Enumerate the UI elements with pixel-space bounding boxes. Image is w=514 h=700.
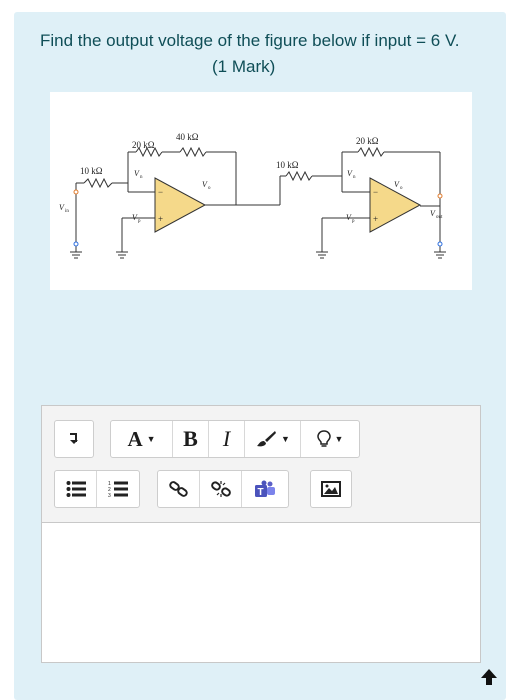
question-marks: (1 Mark) (212, 57, 276, 76)
svg-text:3: 3 (108, 493, 111, 498)
r4-label: 10 kΩ (276, 160, 299, 170)
vp1-label: V (132, 213, 138, 222)
resistor-r5 (357, 146, 385, 158)
vn1-sub: n (140, 175, 143, 180)
vo2-sub: o (400, 186, 403, 191)
vo2-label: V (394, 180, 400, 189)
resistor-r2 (135, 146, 163, 158)
arrow-up-icon (481, 669, 497, 685)
toolbar-group-media (310, 470, 352, 508)
vp2-sub: p (352, 219, 355, 224)
chevron-down-icon: ▼ (281, 434, 290, 444)
font-color-icon: A (127, 426, 143, 451)
input-ground-terminal (73, 241, 79, 247)
unlink-button[interactable] (200, 471, 242, 507)
opamp-2 (369, 177, 422, 233)
svg-text:1: 1 (108, 481, 111, 487)
italic-button[interactable]: I (209, 421, 245, 457)
opamp1-minus: − (158, 187, 163, 197)
lightbulb-button[interactable]: ▼ (301, 421, 359, 457)
bold-icon: B (183, 426, 198, 451)
r2-label: 20 kΩ (132, 140, 155, 150)
font-color-button[interactable]: A▼ (111, 421, 173, 457)
toolbar-group-lists: 1 2 3 (54, 470, 140, 508)
opamp-1 (154, 177, 207, 233)
expand-arrow-icon (70, 433, 78, 444)
vp1-sub: p (138, 219, 141, 224)
toolbar-group-links: T (157, 470, 289, 508)
question-text: Find the output voltage of the figure be… (40, 28, 490, 76)
output-ground-terminal (437, 241, 443, 247)
teams-button[interactable]: T (242, 471, 288, 507)
vin-sub: in (65, 209, 69, 214)
circuit-diagram: 20 kΩ 40 kΩ 10 kΩ 10 kΩ 20 kΩ V n V p V … (59, 132, 446, 259)
numbered-list-icon: 1 2 3 (108, 481, 128, 498)
vout-label: V (430, 209, 436, 218)
circuit-figure: 20 kΩ 40 kΩ 10 kΩ 10 kΩ 20 kΩ V n V p V … (50, 92, 472, 290)
bullet-list-icon (66, 481, 86, 497)
vn2-label: V (347, 169, 353, 178)
bullet-list-button[interactable] (55, 471, 97, 507)
toolbar-group-format: A▼ B I ▼ ▼ (110, 420, 360, 458)
vo1-label: V (202, 180, 208, 189)
link-icon (168, 481, 188, 497)
unlink-icon (210, 481, 231, 497)
vo1-sub: o (208, 186, 211, 191)
editor-toolbar: A▼ B I ▼ ▼ (42, 406, 480, 523)
output-terminal (437, 193, 443, 199)
r3-label: 40 kΩ (176, 132, 199, 142)
chevron-down-icon: ▼ (334, 434, 344, 444)
vout-sub: out (436, 215, 443, 220)
numbered-list-button[interactable]: 1 2 3 (97, 471, 139, 507)
expand-toolbar-button[interactable] (55, 421, 93, 457)
bold-button[interactable]: B (173, 421, 209, 457)
paint-brush-button[interactable]: ▼ (245, 421, 301, 457)
chevron-down-icon: ▼ (146, 434, 156, 444)
opamp2-minus: − (373, 187, 378, 197)
opamp2-plus: + (373, 214, 378, 224)
resistor-r4 (285, 170, 313, 182)
teams-icon: T (255, 480, 275, 498)
lightbulb-icon (316, 430, 331, 447)
vn1-label: V (134, 169, 140, 178)
r5-label: 20 kΩ (356, 136, 379, 146)
italic-icon: I (222, 426, 231, 451)
scroll-to-top-button[interactable] (476, 664, 502, 690)
paint-brush-icon (257, 431, 277, 447)
input-terminal (73, 189, 79, 195)
image-icon (321, 481, 341, 497)
svg-text:2: 2 (108, 487, 111, 493)
r1-label: 10 kΩ (80, 166, 103, 176)
opamp1-plus: + (158, 214, 163, 224)
resistor-r3 (179, 146, 207, 158)
vp2-label: V (346, 213, 352, 222)
resistor-r1 (83, 177, 113, 189)
toolbar-group-expand (54, 420, 94, 458)
vn2-sub: n (353, 175, 356, 180)
link-button[interactable] (158, 471, 200, 507)
svg-text:T: T (258, 487, 264, 498)
editor-content-area[interactable] (42, 524, 480, 662)
insert-image-button[interactable] (311, 471, 351, 507)
vin-label: V (59, 203, 65, 212)
question-prompt: Find the output voltage of the figure be… (40, 31, 460, 50)
answer-editor: A▼ B I ▼ ▼ (41, 405, 481, 663)
